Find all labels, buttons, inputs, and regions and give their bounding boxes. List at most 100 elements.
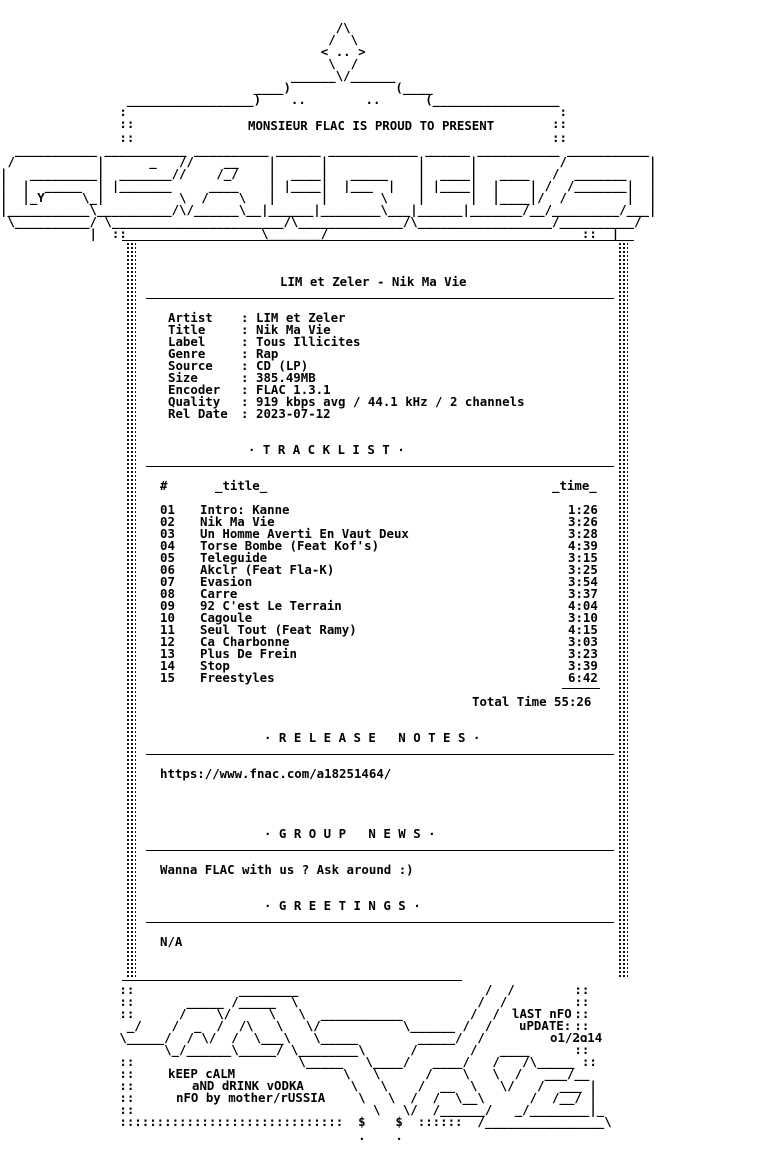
track-time: 4:15 [568,622,598,637]
info-colon: : [241,394,249,409]
footer-keep-calm: kEEP cALM [168,1066,236,1081]
box-top-edge [122,240,634,241]
news-text: Wanna FLAC with us ? Ask around :) [160,862,414,877]
info-value: Rap [256,346,279,361]
track-title: Carre [200,586,238,601]
track-time: 3:26 [568,514,598,529]
info-key: Source [168,358,213,373]
divider-tracklist [146,466,614,467]
footer-ascii: :: ________ / / :: :: _____ /_____ \ / /… [119,982,612,1129]
info-colon: : [241,322,249,337]
track-row: 01 Intro: Kanne 1:26 [0,502,768,517]
info-colon: : [241,370,249,385]
track-title: Seul Tout (Feat Ramy) [200,622,357,637]
track-title: Evasion [200,574,253,589]
info-key: Encoder [168,382,221,397]
track-title: Un Homme Averti En Vaut Deux [200,526,409,541]
track-time: 4:04 [568,598,598,613]
track-title: Intro: Kanne [200,502,290,517]
track-row: 05 Teleguide 3:15 [0,550,768,565]
greetings-text: N/A [160,934,183,949]
info-row: Source:CD (LP) [0,358,768,373]
track-title: Freestyles [200,670,275,685]
track-row: 09 92 C'est Le Terrain 4:04 [0,598,768,613]
notes-link[interactable]: https://www.fnac.com/a18251464/ [160,766,392,781]
info-value: 919 kbps avg / 44.1 kHz / 2 channels [256,394,525,409]
track-title: Nik Ma Vie [200,514,275,529]
track-number: 05 [160,550,175,565]
release-title: LIM et Zeler - Nik Ma Vie [280,274,467,289]
total-rule [562,688,600,689]
track-time: 1:26 [568,502,598,517]
footer-update: uPDATE: [519,1018,572,1033]
info-colon: : [241,346,249,361]
tracklist-heading: · T R A C K L I S T · [248,442,405,457]
info-row: Rel Date:2023-07-12 [0,406,768,421]
track-number: 10 [160,610,175,625]
track-time: 3:37 [568,586,598,601]
track-title: Stop [200,658,230,673]
track-title: 92 C'est Le Terrain [200,598,342,613]
info-colon: : [241,358,249,373]
track-time: 6:42 [568,670,598,685]
news-heading: · G R O U P N E W S · [264,826,436,841]
info-value: LIM et Zeler [256,310,346,325]
box-bottom-edge [122,980,462,981]
info-value: Tous Illicites [256,334,361,349]
divider-notes [146,754,614,755]
info-row: Genre: Rap [0,346,768,361]
col-title: _title_ [215,478,268,493]
track-number: 11 [160,622,175,637]
track-row: 10 Cagoule 3:10 [0,610,768,625]
info-key: Artist [168,310,213,325]
info-key: Title [168,322,206,337]
track-time: 3:10 [568,610,598,625]
info-colon: : [241,334,249,349]
track-time: 3:15 [568,550,598,565]
greetings-heading: · G R E E T I N G S · [264,898,421,913]
info-row: Artist: LIM et Zeler [0,310,768,325]
info-value: Nik Ma Vie [256,322,331,337]
footer-date: o1/2o14 [550,1030,603,1045]
track-title: Ca Charbonne [200,634,290,649]
track-number: 14 [160,658,175,673]
track-number: 13 [160,646,175,661]
col-number: # [160,478,168,493]
track-title: Plus De Frein [200,646,297,661]
divider-title [146,298,614,299]
top-ornament: /\ / \ < .. > \ / ______\/__ [119,20,567,131]
left-border-dots [126,242,136,978]
footer-last-nfo: lAST nFO [512,1006,572,1021]
track-number: 12 [160,634,175,649]
track-title: Akclr (Feat Fla-K) [200,562,335,577]
track-number: 07 [160,574,175,589]
total-time: Total Time 55:26 [472,694,592,709]
info-value: FLAC 1.3.1 [256,382,331,397]
track-number: 04 [160,538,175,553]
info-row: Size:385.49MB [0,370,768,385]
track-time: 3:28 [568,526,598,541]
info-colon: : [241,310,249,325]
divider-news [146,850,614,851]
footer-credit: nFO by mother/rUSSIA [176,1090,326,1105]
track-time: 4:39 [568,538,598,553]
footer-dots: . . [0,1128,403,1143]
info-value: 2023-07-12 [256,406,331,421]
track-number: 09 [160,598,175,613]
info-colon: : [241,406,249,421]
info-key: Genre [168,346,206,361]
info-value: 385.49MB [256,370,316,385]
col-time: _time_ [552,478,597,493]
track-number: 01 [160,502,175,517]
track-title: Teleguide [200,550,268,565]
track-title: Cagoule [200,610,253,625]
info-key: Size [168,370,198,385]
info-row: Label:Tous Illicites [0,334,768,349]
